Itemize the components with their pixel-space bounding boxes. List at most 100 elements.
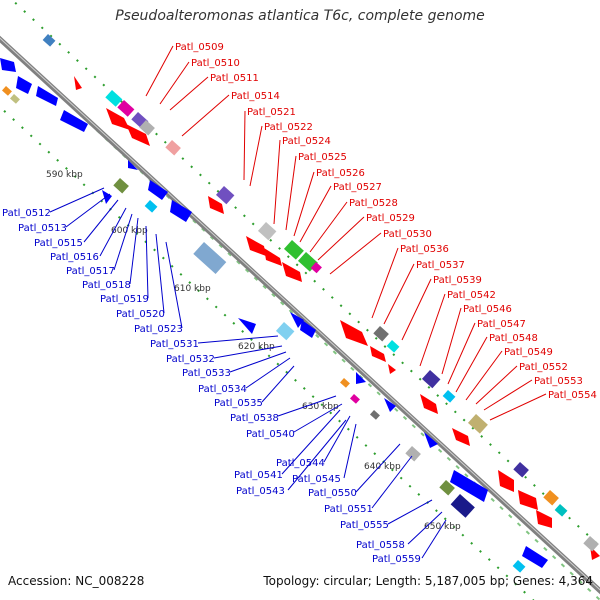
- gene-label-reverse: Patl_0550: [308, 488, 357, 499]
- leader-line: [455, 336, 488, 393]
- gene-label-reverse: Patl_0538: [230, 413, 279, 424]
- gene-label-forward: Patl_0537: [416, 260, 465, 271]
- gene-label-forward: Patl_0510: [191, 58, 240, 69]
- feature-block: [439, 480, 455, 496]
- gene-label-forward: Patl_0527: [333, 182, 382, 193]
- gene-label-reverse: Patl_0516: [50, 252, 99, 263]
- leader-line: [243, 110, 246, 181]
- gene-label-reverse: Patl_0520: [116, 309, 165, 320]
- reverse-label-group: Patl_0512 Patl_0513 Patl_0515 Patl_0516 …: [2, 208, 421, 565]
- gene-label-reverse: Patl_0532: [166, 354, 215, 365]
- gene-reverse: [356, 372, 366, 384]
- gene-forward: [452, 428, 470, 446]
- gene-label-forward: Patl_0554: [548, 390, 597, 401]
- gene-reverse: [384, 398, 396, 412]
- tick-labels: 590 kbp 600 kbp 610 kbp 620 kbp 630 kbp …: [46, 170, 461, 532]
- feature-block: [9, 94, 20, 104]
- gene-forward: [340, 320, 368, 346]
- leader-line: [419, 293, 446, 367]
- leader-line: [441, 307, 462, 375]
- gene-label-reverse: Patl_0541: [234, 470, 283, 481]
- leader-line: [273, 139, 281, 225]
- leader-line: [245, 357, 291, 389]
- gene-label-reverse: Patl_0523: [134, 324, 183, 335]
- leader-line: [401, 278, 432, 341]
- gene-label-forward: Patl_0542: [447, 290, 496, 301]
- leader-line: [99, 207, 127, 257]
- leader-line: [145, 45, 174, 97]
- feature-block: [554, 503, 568, 517]
- leader-line: [261, 365, 295, 403]
- feature-block: [144, 200, 158, 213]
- leader-line: [323, 415, 351, 463]
- gene-label-reverse: Patl_0513: [18, 223, 67, 234]
- gene-label-forward: Patl_0553: [534, 376, 583, 387]
- gene-label-forward: Patl_0529: [366, 213, 415, 224]
- gene-forward: [518, 490, 538, 510]
- gene-label-reverse: Patl_0519: [100, 294, 149, 305]
- feature-block: [386, 340, 400, 353]
- leader-line: [317, 216, 365, 261]
- leader-line: [49, 187, 105, 213]
- gene-label-forward: Patl_0511: [210, 73, 259, 84]
- feature-block: [275, 322, 295, 341]
- gene-reverse: [300, 320, 316, 338]
- leader-line: [407, 511, 443, 545]
- gene-forward: [264, 248, 282, 266]
- tick-label: 630 kbp: [302, 402, 339, 412]
- leader-line: [465, 350, 503, 401]
- gene-label-forward: Patl_0509: [175, 42, 224, 53]
- gene-label-forward: Patl_0528: [349, 198, 398, 209]
- feature-block: [442, 389, 456, 403]
- leader-line: [285, 155, 297, 231]
- gene-label-reverse: Patl_0515: [34, 238, 83, 249]
- gene-reverse: [36, 86, 58, 106]
- feature-block: [117, 100, 135, 117]
- gene-reverse: [290, 312, 304, 328]
- gene-label-forward: Patl_0539: [433, 275, 482, 286]
- gene-label-forward: Patl_0524: [282, 136, 331, 147]
- leader-line: [293, 171, 315, 237]
- leader-line: [355, 443, 401, 493]
- leader-line: [421, 519, 447, 559]
- gene-forward: [74, 76, 82, 90]
- gene-label-forward: Patl_0547: [477, 319, 526, 330]
- gene-label-reverse: Patl_0551: [324, 504, 373, 515]
- feature-block: [113, 178, 129, 194]
- gene-label-forward: Patl_0521: [247, 107, 296, 118]
- gene-label-reverse: Patl_0540: [246, 429, 295, 440]
- leader-line: [129, 217, 139, 285]
- gene-label-reverse: Patl_0545: [292, 474, 341, 485]
- gene-label-reverse: Patl_0533: [182, 368, 231, 379]
- leader-line: [299, 185, 332, 243]
- gene-reverse: [16, 76, 32, 94]
- gene-label-forward: Patl_0530: [383, 229, 432, 240]
- forward-genes: [74, 76, 600, 560]
- reverse-leaders: [49, 187, 447, 559]
- feature-block: [467, 413, 488, 434]
- gene-forward: [126, 124, 150, 146]
- gene-label-reverse: Patl_0535: [214, 398, 263, 409]
- gene-reverse: [148, 180, 168, 200]
- gene-label-forward: Patl_0536: [400, 244, 449, 255]
- leader-line: [145, 225, 149, 299]
- gene-label-reverse: Patl_0543: [236, 486, 285, 497]
- leader-line: [229, 351, 287, 373]
- gene-forward: [282, 262, 302, 282]
- gene-label-forward: Patl_0549: [504, 347, 553, 358]
- reverse-features: [1, 34, 526, 573]
- leader-line: [155, 233, 165, 314]
- feature-block: [105, 90, 123, 107]
- leader-line: [65, 193, 111, 228]
- gene-label-reverse: Patl_0517: [66, 266, 115, 277]
- leader-line: [159, 61, 190, 105]
- gene-label-reverse: Patl_0558: [356, 540, 405, 551]
- gene-label-reverse: Patl_0555: [340, 520, 389, 531]
- feature-block: [421, 370, 441, 389]
- leader-line: [249, 125, 263, 187]
- leader-line: [371, 247, 399, 319]
- gene-reverse: [170, 200, 192, 222]
- ruler-line-inner: [0, 105, 535, 600]
- tick-label: 600 kbp: [111, 226, 148, 236]
